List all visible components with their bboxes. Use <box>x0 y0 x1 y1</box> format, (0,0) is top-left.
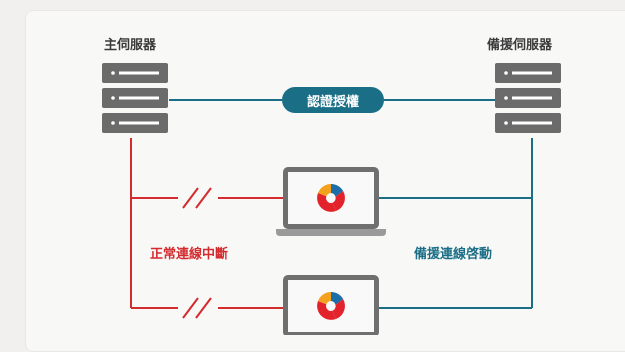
backup-activate-label: 備援連線啓動 <box>414 247 493 262</box>
link-break-icon <box>178 297 218 319</box>
backup-server-title: 備援伺服器 <box>487 38 553 53</box>
auth-link-pill: 認證授權 <box>282 87 384 113</box>
backup-connection-lines <box>379 138 533 309</box>
link-break-icon <box>178 187 218 209</box>
backup-server-icon <box>495 63 561 133</box>
normal-connection-lines <box>130 138 283 309</box>
client-laptop-icon <box>276 275 386 335</box>
primary-server-icon <box>102 63 168 133</box>
primary-server-title: 主伺服器 <box>104 38 157 53</box>
network-failover-diagram <box>102 63 561 335</box>
auth-link-label: 認證授權 <box>306 94 359 110</box>
normal-disconnect-label: 正常連線中斷 <box>150 247 229 262</box>
client-laptop-icon <box>276 167 386 236</box>
